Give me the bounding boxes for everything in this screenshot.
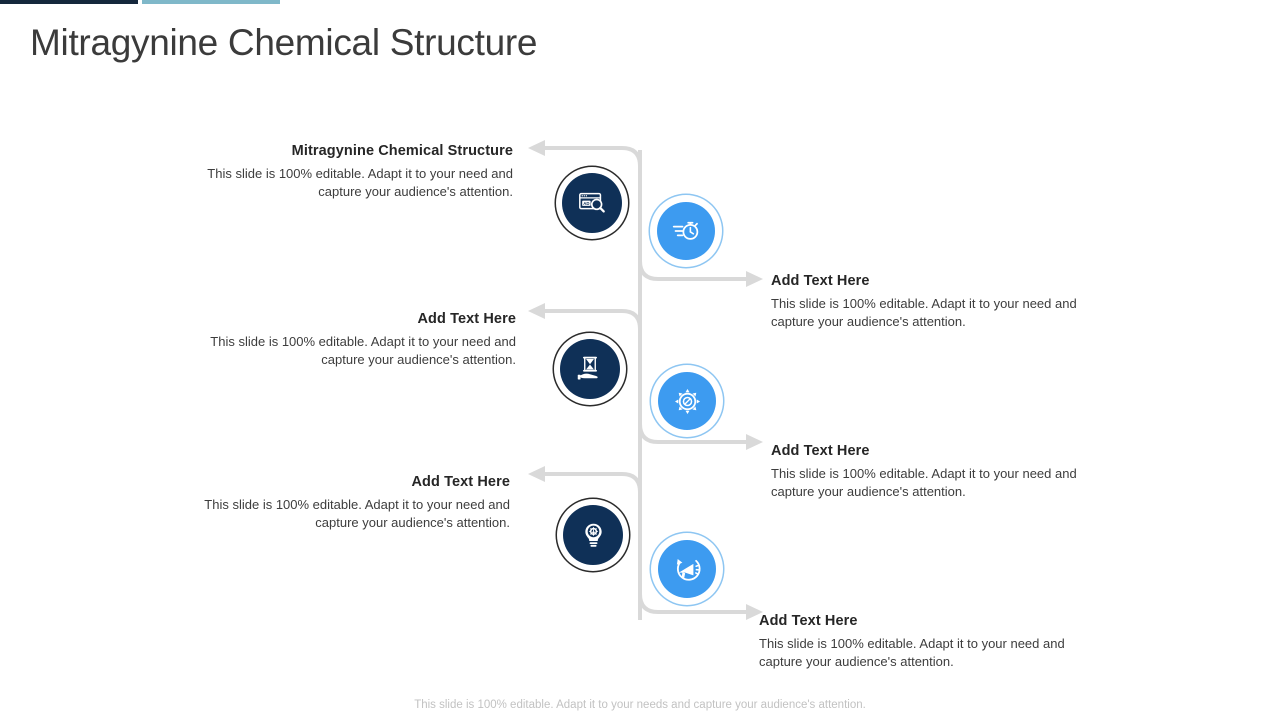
branch-right-2 xyxy=(638,406,750,444)
node-blue-3-inner xyxy=(658,540,716,598)
text-block-left-2: Add Text Here This slide is 100% editabl… xyxy=(110,311,516,370)
text-block-right-2: Add Text Here This slide is 100% editabl… xyxy=(771,443,1171,502)
accent-bar-light xyxy=(142,0,280,4)
branch-left-1 xyxy=(540,146,642,186)
text-block-left-1-body-line2: capture your audience's attention. xyxy=(318,184,513,200)
text-block-right-2-body-line2: capture your audience's attention. xyxy=(771,484,966,500)
stopwatch-speed-icon xyxy=(672,221,699,240)
node-blue-3[interactable] xyxy=(651,533,723,605)
node-blue-2-inner xyxy=(658,372,716,430)
gear-settings-icon xyxy=(674,388,700,414)
node-dark-2-inner xyxy=(560,339,620,399)
arrowhead-left-3 xyxy=(528,466,545,482)
text-block-left-3: Add Text Here This slide is 100% editabl… xyxy=(105,474,510,533)
text-block-right-2-body-line1: This slide is 100% editable. Adapt it to… xyxy=(771,466,1077,481)
svg-text:AD: AD xyxy=(583,201,589,206)
node-dark-1[interactable]: AD xyxy=(556,167,628,239)
text-block-right-3: Add Text Here This slide is 100% editabl… xyxy=(759,613,1159,672)
branch-right-3 xyxy=(638,576,750,614)
text-block-left-1-body-line1: This slide is 100% editable. Adapt it to… xyxy=(207,166,513,181)
text-block-left-1-heading: Mitragynine Chemical Structure xyxy=(291,143,513,159)
arrowhead-left-2 xyxy=(528,303,545,319)
text-block-left-2-body-line1: This slide is 100% editable. Adapt it to… xyxy=(210,334,516,349)
text-block-left-2-body-line2: capture your audience's attention. xyxy=(321,352,516,368)
text-block-right-1-heading: Add Text Here xyxy=(771,273,870,289)
text-block-right-3-heading: Add Text Here xyxy=(759,613,858,629)
arrowhead-right-1 xyxy=(746,271,763,287)
accent-bar-dark xyxy=(0,0,138,4)
branch-right-1 xyxy=(638,243,750,281)
node-blue-1-inner xyxy=(657,202,715,260)
text-block-left-3-body-line2: capture your audience's attention. xyxy=(315,515,510,531)
text-block-right-1: Add Text Here This slide is 100% editabl… xyxy=(771,273,1171,332)
text-block-right-2-heading: Add Text Here xyxy=(771,443,870,459)
node-dark-3-inner xyxy=(563,505,623,565)
slide-footer-note: This slide is 100% editable. Adapt it to… xyxy=(414,699,866,711)
node-blue-1[interactable] xyxy=(650,195,722,267)
ad-search-icon: AD xyxy=(579,192,605,213)
node-dark-3[interactable] xyxy=(557,499,629,571)
branch-left-3 xyxy=(540,472,642,512)
text-block-right-1-body-line2: capture your audience's attention. xyxy=(771,314,966,330)
lightbulb-gear-icon xyxy=(584,523,602,547)
branch-left-2 xyxy=(540,309,642,350)
node-dark-1-inner: AD xyxy=(562,173,622,233)
text-block-left-2-heading: Add Text Here xyxy=(417,311,516,327)
text-block-right-1-body-line1: This slide is 100% editable. Adapt it to… xyxy=(771,296,1077,311)
top-accent-bars xyxy=(0,0,1280,5)
text-block-left-3-body-line1: This slide is 100% editable. Adapt it to… xyxy=(204,497,510,512)
text-block-right-3-body-line2: capture your audience's attention. xyxy=(759,654,954,670)
node-blue-2[interactable] xyxy=(651,365,723,437)
hand-hourglass-icon xyxy=(577,356,598,380)
node-dark-2[interactable] xyxy=(554,333,626,405)
text-block-left-1: Mitragynine Chemical Structure This slid… xyxy=(110,143,513,202)
megaphone-refresh-icon xyxy=(676,558,700,581)
arrowhead-right-2 xyxy=(746,434,763,450)
arrowhead-right-3 xyxy=(746,604,763,620)
text-block-left-3-heading: Add Text Here xyxy=(411,474,510,490)
text-block-right-3-body-line1: This slide is 100% editable. Adapt it to… xyxy=(759,636,1065,651)
page-title: Mitragynine Chemical Structure xyxy=(30,22,538,63)
arrowhead-left-1 xyxy=(528,140,545,156)
